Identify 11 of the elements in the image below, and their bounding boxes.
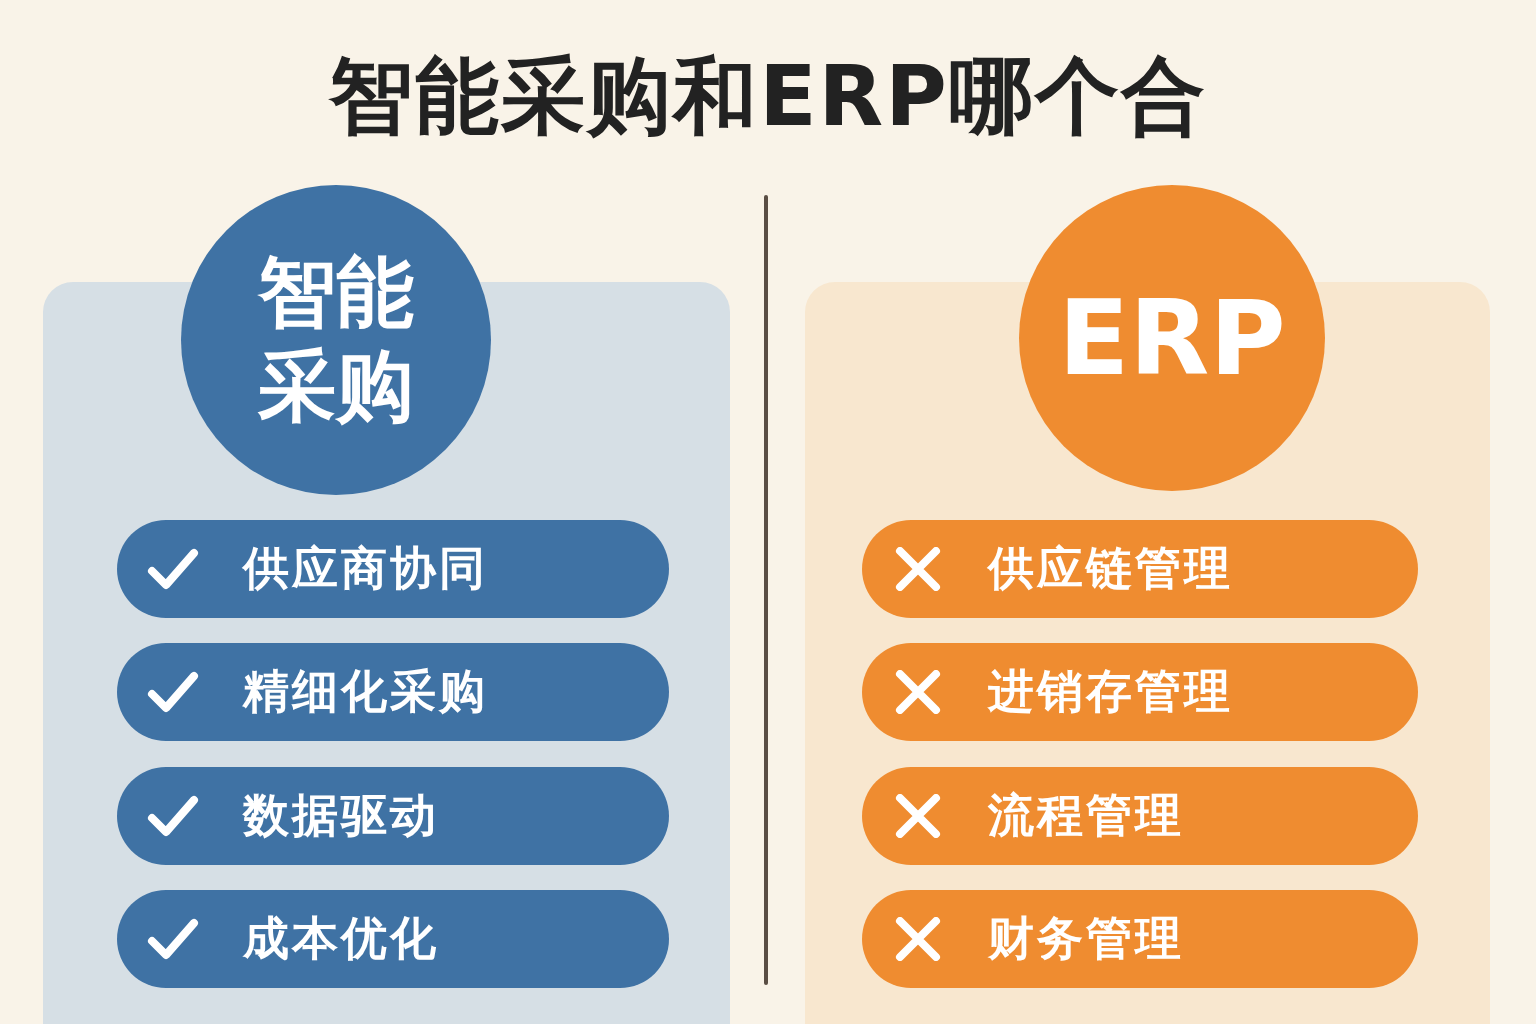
feature-label: 进销存管理 xyxy=(988,663,1233,720)
feature-label: 财务管理 xyxy=(988,910,1184,967)
category-title: ERP xyxy=(1057,275,1287,401)
feature-label: 成本优化 xyxy=(243,910,439,967)
title: 智能采购和ERP哪个合 xyxy=(327,46,1208,147)
feature-label: 流程管理 xyxy=(988,787,1184,844)
feature-label: 精细化采购 xyxy=(243,663,488,720)
feature-label: 供应商协同 xyxy=(243,540,488,597)
category-title: 智能采购 xyxy=(256,246,415,433)
feature-label: 数据驱动 xyxy=(243,787,439,844)
feature-label: 供应链管理 xyxy=(988,540,1233,597)
